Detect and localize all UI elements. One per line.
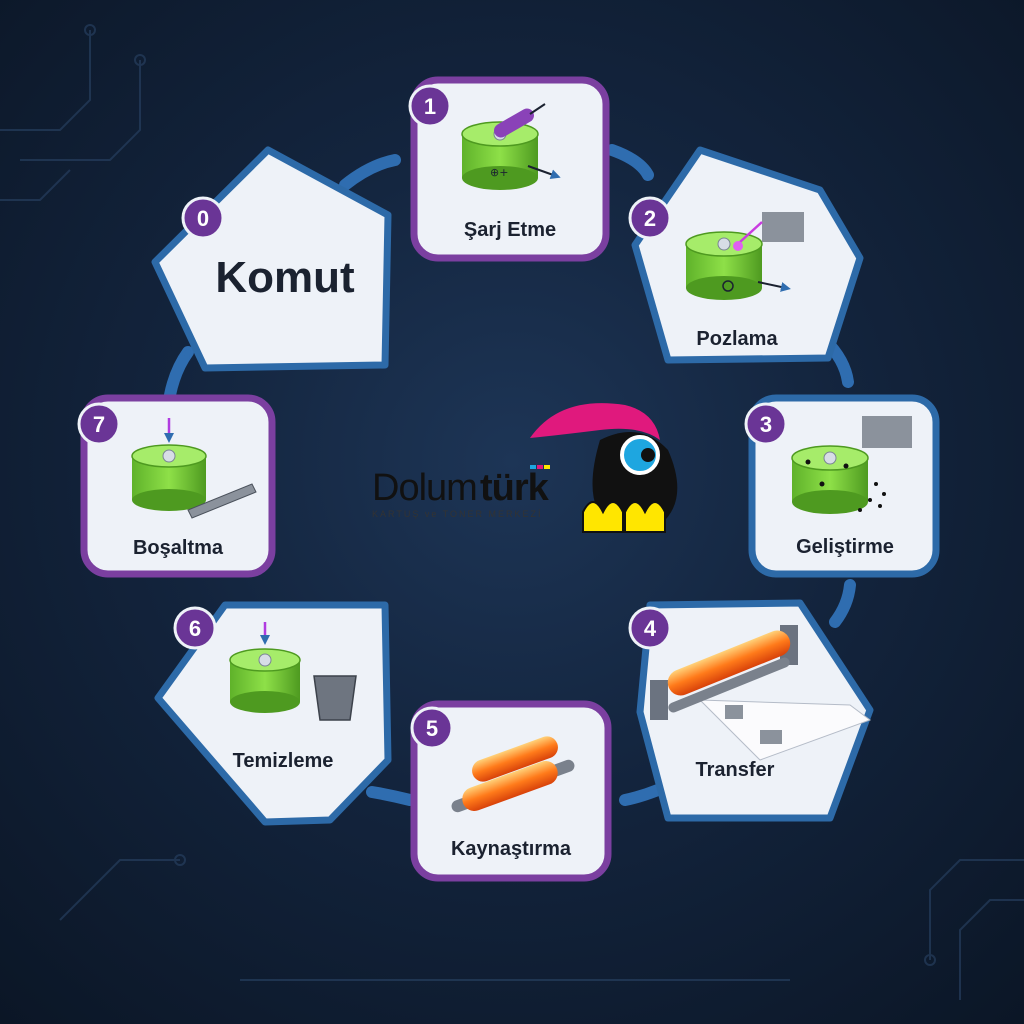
arrow-0-to-1 [339, 154, 401, 191]
step-title: Kaynaştırma [451, 838, 572, 860]
step-title: Şarj Etme [464, 219, 556, 241]
step-number: 3 [760, 412, 772, 437]
step-badge [181, 196, 225, 240]
step-number: 1 [424, 94, 436, 119]
paper-transfer-rollers-icon [650, 625, 872, 761]
step-title: Boşaltma [133, 537, 224, 559]
step-title: Pozlama [696, 328, 778, 350]
step-5-kaynastirma: 5 Kaynaştırma [410, 700, 612, 882]
arrow-7-to-0 [164, 346, 194, 401]
step-badge [77, 402, 121, 446]
step-badge [628, 606, 672, 650]
svg-text:⊕+: ⊕+ [490, 166, 508, 179]
step-number: 2 [644, 206, 656, 231]
step-7-bosaltma: 7 Boşaltma [77, 394, 276, 578]
toucan-mascot-icon [530, 403, 678, 533]
logo-tagline: KARTUŞ ve TONER MERKEZİ [372, 509, 543, 519]
step-6-temizleme: 6 Temizleme [154, 601, 392, 826]
arrow-5-to-6 [366, 786, 416, 806]
drum-discharge-blade-icon [131, 418, 257, 519]
step-number: 5 [426, 716, 438, 741]
arrow-3-to-4 [829, 579, 856, 628]
step-badge [744, 402, 788, 446]
step-number: 0 [197, 206, 209, 231]
step-badge [628, 196, 672, 240]
step-number: 6 [189, 616, 201, 641]
step-4-transfer: 4 Transfer [628, 599, 874, 822]
step-2-pozlama: 2 Pozlama [628, 146, 864, 364]
toner-developing-drum-icon [791, 416, 912, 514]
step-badge [173, 606, 217, 650]
step-title: Transfer [696, 759, 775, 781]
step-badge [410, 706, 454, 750]
step-title: Komut [215, 253, 355, 302]
dolumturk-logo: Dolum türk KARTUŞ ve TONER MERKEZİ [372, 403, 678, 533]
step-number: 7 [93, 412, 105, 437]
step-title: Geliştirme [796, 536, 894, 558]
step-title: Temizleme [233, 750, 334, 772]
step-number: 4 [644, 616, 657, 641]
logo-name-regular: Dolum [372, 467, 477, 509]
laser-exposure-drum-icon [685, 212, 804, 300]
step-3-gelistirme: 3 Geliştirme [744, 394, 940, 578]
drum-cleaning-bin-icon [229, 622, 357, 721]
step-badge [408, 84, 452, 128]
logo-name-bold: türk [480, 467, 550, 509]
charge-roller-drum-icon: ⊕+ [461, 103, 561, 190]
circuit-decoration [0, 24, 1024, 1000]
heated-fuser-rollers-icon [451, 736, 575, 813]
arrow-1-to-2 [606, 144, 654, 181]
step-0-komut: 0 Komut [151, 146, 392, 372]
step-1-sarj-etme: 1 ⊕+ Şarj Etme [408, 76, 610, 262]
